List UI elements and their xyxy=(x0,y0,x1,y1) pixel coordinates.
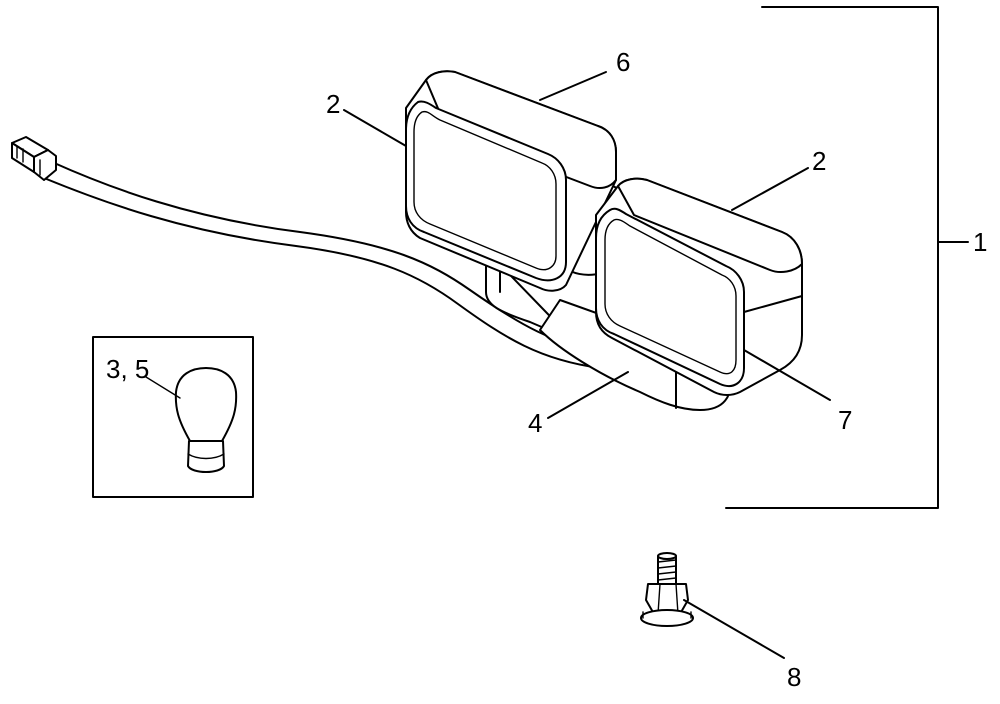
connector-plug-icon xyxy=(11,136,57,181)
callout-2-right: 2 xyxy=(812,146,827,176)
lamp-housing-left xyxy=(405,70,617,292)
bulb-inset xyxy=(92,336,254,498)
callout-3-5: 3, 5 xyxy=(106,354,150,384)
callout-4: 4 xyxy=(528,408,543,438)
callout-7: 7 xyxy=(838,405,853,435)
mounting-bracket xyxy=(485,249,732,411)
callout-2-left: 2 xyxy=(326,89,341,119)
lamp-housing-right xyxy=(595,177,803,396)
flange-bolt-icon xyxy=(640,552,694,627)
callout-6: 6 xyxy=(616,47,631,77)
wire-harness xyxy=(43,161,606,369)
leader-lines xyxy=(343,71,831,659)
assembly-bracket xyxy=(725,6,969,509)
callout-1: 1 xyxy=(973,227,988,257)
callout-8: 8 xyxy=(787,662,802,692)
